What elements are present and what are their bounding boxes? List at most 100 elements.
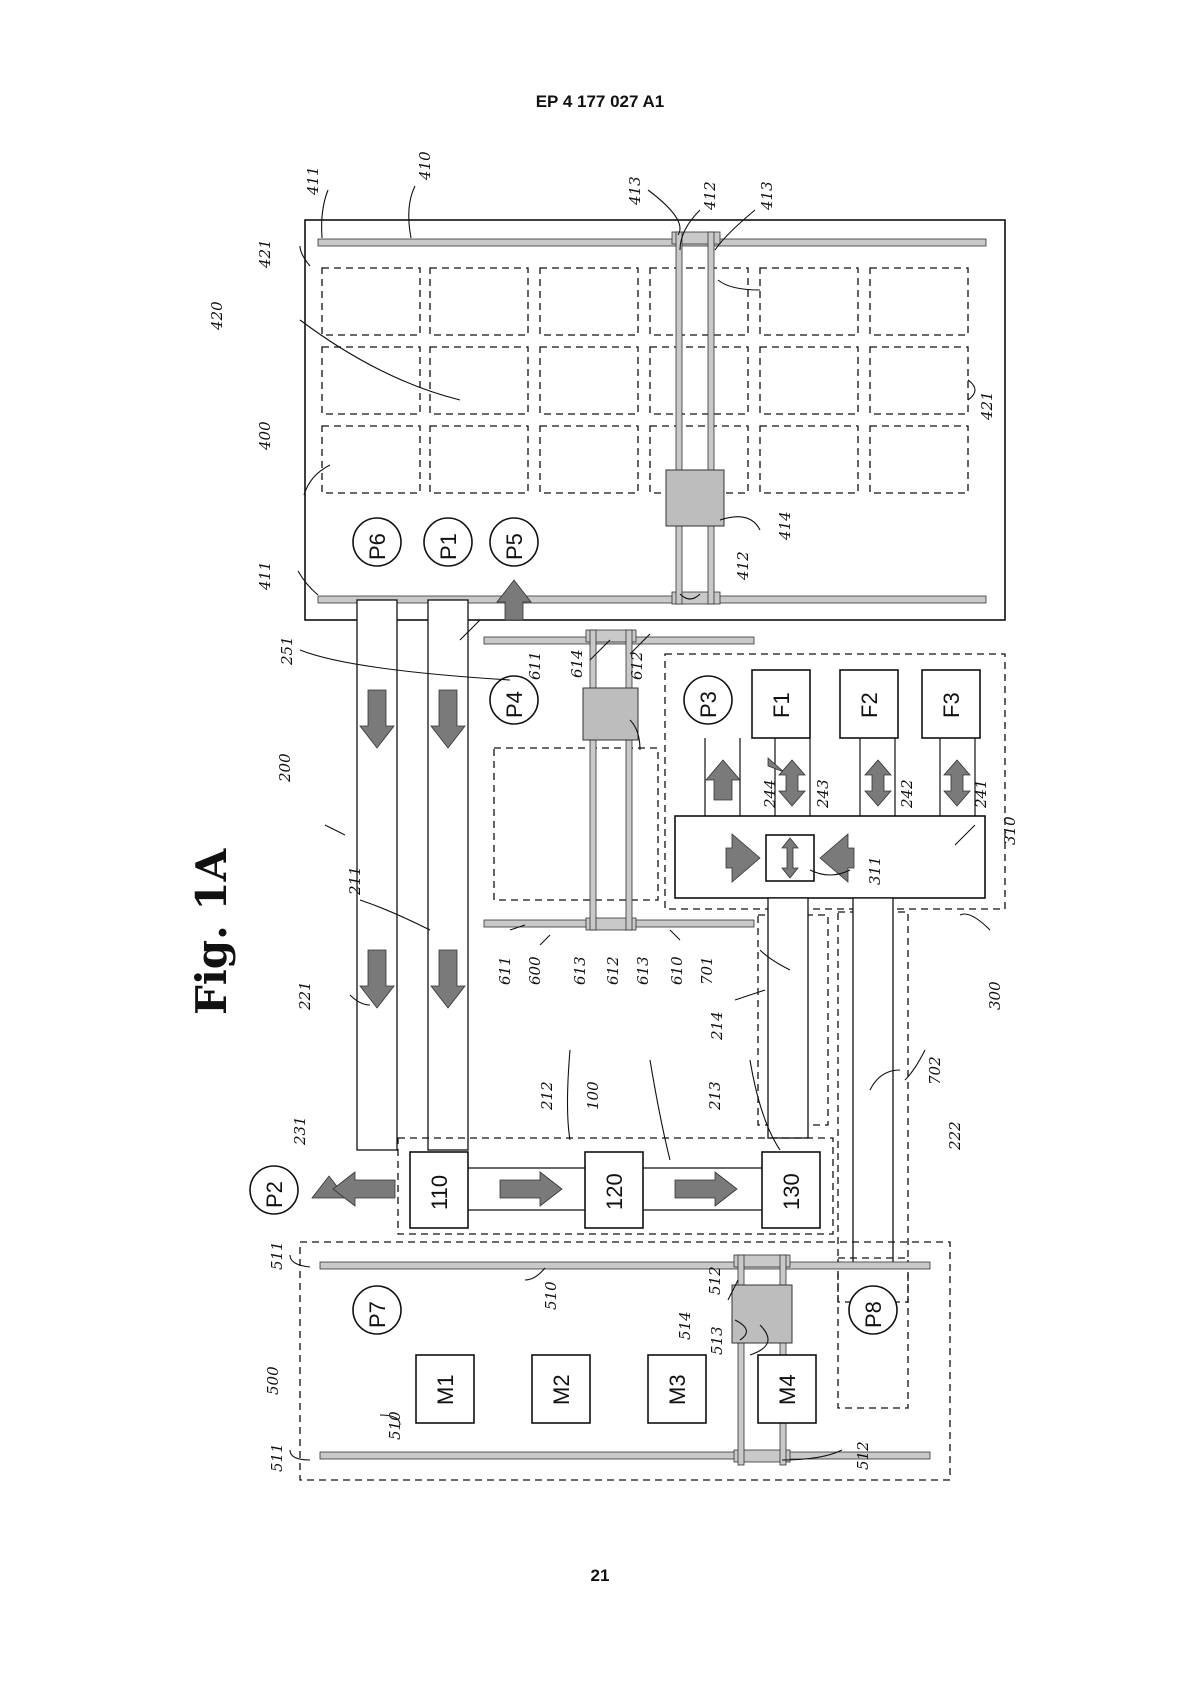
rail-511-top [319, 1261, 931, 1270]
ref-221: 221 [296, 981, 314, 1011]
ref-614: 614 [568, 649, 586, 678]
ref-411-b: 411 [256, 561, 274, 591]
label-P8: P8 [861, 1301, 886, 1328]
figure-title: Fig. 1A [187, 847, 236, 1015]
ref-411-a: 411 [304, 166, 322, 196]
ref-612-a: 612 [628, 651, 646, 680]
gantry-612-top [585, 629, 637, 643]
ref-413-b: 413 [758, 181, 776, 211]
beam-513-a [737, 1254, 745, 1466]
ref-300: 300 [986, 981, 1004, 1010]
region-600 [493, 747, 659, 901]
box-M3 [647, 1354, 707, 1424]
storage-grid-420 [321, 267, 969, 494]
port-P2 [249, 1165, 299, 1215]
port-P5 [489, 517, 539, 567]
ref-500: 500 [264, 1366, 282, 1395]
carriage-514 [731, 1284, 793, 1344]
ref-214: 214 [708, 1011, 726, 1041]
ref-212: 212 [538, 1081, 556, 1111]
ref-611-a: 611 [526, 651, 544, 680]
label-P7: P7 [365, 1301, 390, 1328]
label-M2: M2 [549, 1374, 574, 1405]
links-241-244 [704, 738, 976, 816]
ref-421-b: 421 [978, 391, 996, 421]
rail-511-bottom [319, 1451, 931, 1460]
ref-511-a: 511 [268, 1241, 286, 1270]
box-F2 [839, 669, 899, 739]
gantry-512-bottom [733, 1449, 791, 1463]
label-M4: M4 [775, 1374, 800, 1405]
conveyor-211 [427, 599, 469, 1151]
ref-613-a: 613 [571, 956, 589, 985]
ref-100: 100 [584, 1081, 602, 1110]
ref-702: 702 [926, 1056, 944, 1085]
label-110: 110 [427, 1175, 452, 1210]
port-P1 [423, 517, 473, 567]
label-F2: F2 [857, 692, 882, 718]
port-P7 [352, 1285, 402, 1335]
label-130: 130 [779, 1173, 804, 1210]
region-300 [664, 653, 1006, 910]
ref-311: 311 [866, 856, 884, 885]
ref-420: 420 [208, 301, 226, 331]
beam-613-b [625, 629, 633, 931]
label-F1: F1 [769, 692, 794, 718]
gantry-512-top [733, 1254, 791, 1268]
ref-613-b: 613 [634, 956, 652, 985]
box-M4 [757, 1354, 817, 1424]
conveyor-214 [767, 897, 809, 1139]
ref-200: 200 [276, 753, 294, 783]
box-M2 [531, 1354, 591, 1424]
label-P6: P6 [365, 533, 390, 560]
carriage-414 [665, 469, 725, 527]
box-M1 [415, 1354, 475, 1424]
arrow-213 [674, 1171, 738, 1207]
box-F1 [751, 669, 811, 739]
port-P6 [352, 517, 402, 567]
label-P1: P1 [436, 533, 461, 560]
box-120 [584, 1151, 644, 1229]
beam-413-a [675, 231, 683, 605]
label-120: 120 [602, 1173, 627, 1210]
ref-213: 213 [706, 1081, 724, 1111]
ref-310: 310 [1001, 816, 1019, 845]
label-M3: M3 [665, 1374, 690, 1405]
ref-251: 251 [278, 636, 296, 666]
beam-613-a [589, 629, 597, 931]
ref-211: 211 [346, 866, 364, 896]
switch-arrows [725, 833, 855, 883]
ref-512-b: 512 [854, 1441, 872, 1470]
box-110 [409, 1151, 469, 1229]
ref-231: 231 [291, 1116, 309, 1146]
ref-510-b: 510 [386, 1411, 404, 1440]
label-P5: P5 [502, 533, 527, 560]
gantry-612-bottom [585, 917, 637, 931]
port-P3 [683, 675, 733, 725]
publication-number: EP 4 177 027 A1 [535, 92, 665, 111]
ref-222: 222 [946, 1121, 964, 1151]
ref-414: 414 [776, 511, 794, 541]
region-100 [397, 1137, 834, 1235]
port-P4 [489, 675, 539, 725]
ref-410: 410 [416, 151, 434, 181]
ref-413-a: 413 [626, 176, 644, 206]
ref-514: 514 [676, 1311, 694, 1340]
ref-243: 243 [814, 779, 832, 809]
port-P8 [848, 1285, 898, 1335]
ref-421-a: 421 [256, 239, 274, 269]
label-M1: M1 [433, 1374, 458, 1405]
rail-411-bottom [317, 595, 987, 604]
beam-413-b [707, 231, 715, 605]
box-F3 [921, 669, 981, 739]
label-P2: P2 [262, 1181, 287, 1208]
page-number: 21 [590, 1566, 610, 1585]
ref-241: 241 [972, 779, 990, 809]
ref-513: 513 [708, 1326, 726, 1355]
leader-lines [289, 185, 991, 1461]
carriage-614 [582, 687, 639, 741]
arrow-231 [332, 1171, 396, 1207]
ref-512-a: 512 [706, 1266, 724, 1295]
arrow-212 [499, 1171, 563, 1207]
